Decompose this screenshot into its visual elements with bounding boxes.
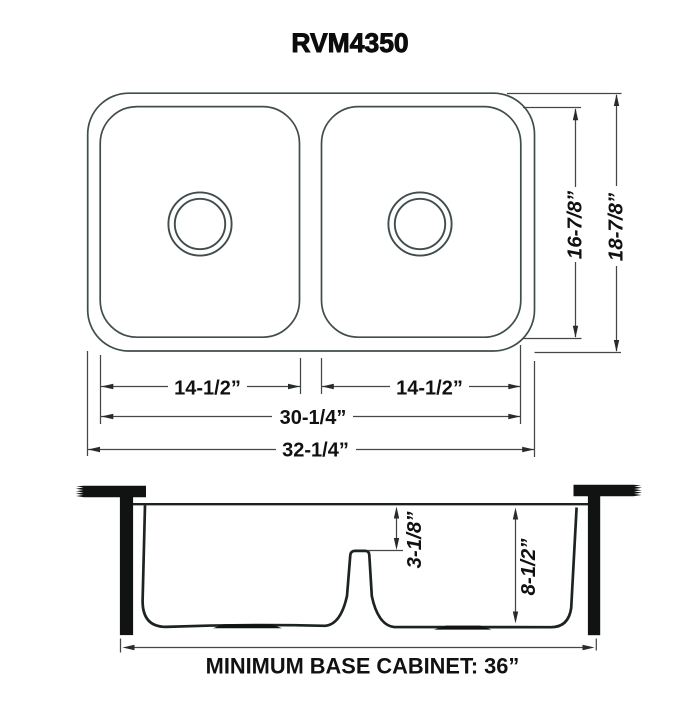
svg-text:32-1/4”: 32-1/4” [282,439,349,461]
svg-text:RVM4350: RVM4350 [291,28,408,58]
svg-text:8-1/2”: 8-1/2” [517,538,540,596]
svg-text:16-7/8”: 16-7/8” [564,190,587,259]
svg-text:3-1/8”: 3-1/8” [403,511,426,569]
svg-text:14-1/2”: 14-1/2” [174,377,241,399]
svg-text:MINIMUM BASE CABINET: 36”: MINIMUM BASE CABINET: 36” [206,654,520,679]
svg-text:30-1/4”: 30-1/4” [280,407,347,429]
svg-text:14-1/2”: 14-1/2” [396,377,463,399]
svg-text:18-7/8”: 18-7/8” [605,192,628,261]
